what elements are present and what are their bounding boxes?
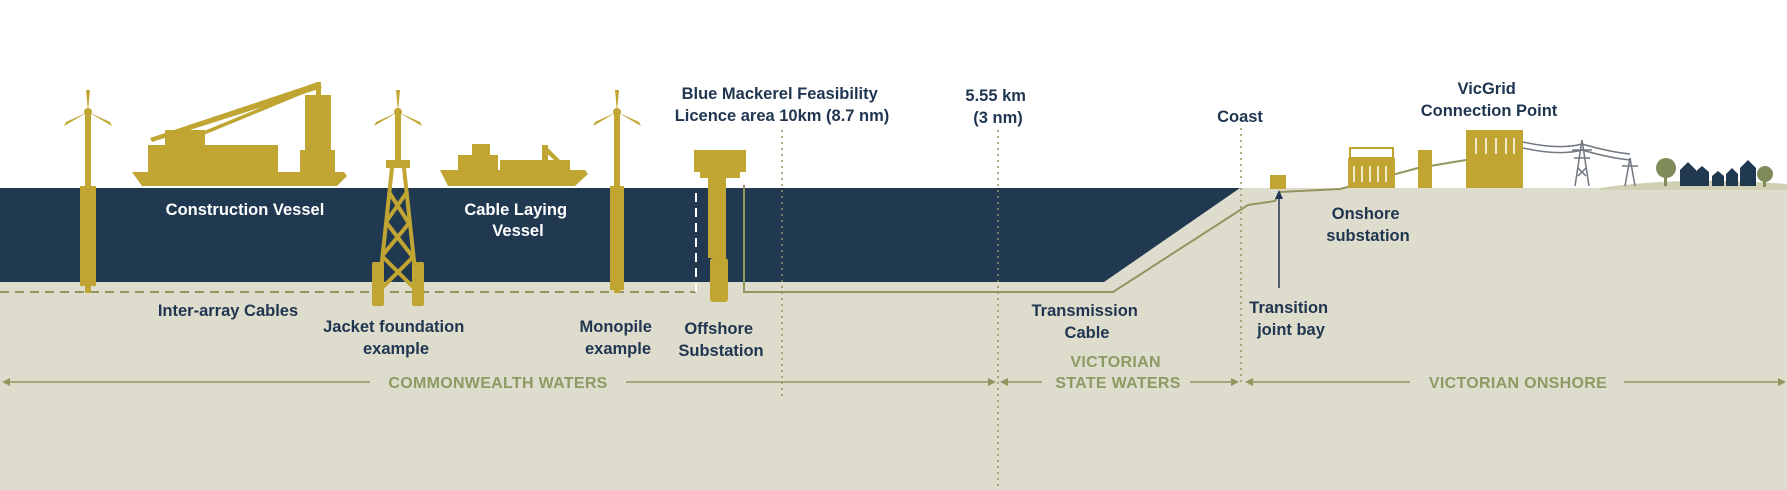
label-offshore-substation: Offshore Substation [678, 320, 763, 360]
label-state-limit: 5.55 km (3 nm) [965, 87, 1030, 127]
label-licence-area: Blue Mackerel Feasibility Licence area 1… [675, 85, 890, 125]
wind-turbine-1 [64, 90, 112, 293]
construction-vessel-icon [132, 82, 347, 186]
label-coast: Coast [1217, 108, 1263, 126]
boundary-lines [781, 128, 1242, 490]
label-inter-array-cables: Inter-array Cables [158, 302, 298, 320]
cable-laying-vessel-icon [440, 144, 588, 186]
label-onshore-substation: Onshore substation [1326, 205, 1409, 245]
zone-victorian-onshore: VICTORIAN ONSHORE [1429, 375, 1607, 392]
onshore-substation-icon [1348, 147, 1432, 188]
label-construction-vessel: Construction Vessel [166, 201, 325, 219]
label-transmission-cable: Transmission Cable [1032, 302, 1143, 342]
label-transition-joint-bay: Transition joint bay [1249, 299, 1332, 339]
structure-details [1353, 138, 1515, 182]
transition-joint-bay-box [1270, 175, 1286, 189]
jacket-foundation-turbine [372, 90, 424, 306]
monopile-turbine [593, 90, 641, 293]
offshore-substation-icon [694, 150, 746, 302]
zone-victorian-state-waters: VICTORIAN STATE WATERS [1055, 354, 1180, 392]
label-cable-laying-vessel: Cable Laying Vessel [464, 201, 571, 240]
label-monopile: Monopile example [580, 318, 657, 358]
label-vicgrid: VicGrid Connection Point [1421, 80, 1558, 120]
zone-commonwealth-waters: COMMONWEALTH WATERS [388, 375, 607, 392]
trees [1656, 158, 1773, 187]
label-jacket-foundation: Jacket foundation example [323, 318, 469, 358]
transition-joint-bay-arrow [1275, 190, 1283, 288]
zone-dimension-lines [2, 378, 1786, 386]
transmission-pylons [1522, 139, 1638, 187]
houses [1680, 160, 1756, 186]
